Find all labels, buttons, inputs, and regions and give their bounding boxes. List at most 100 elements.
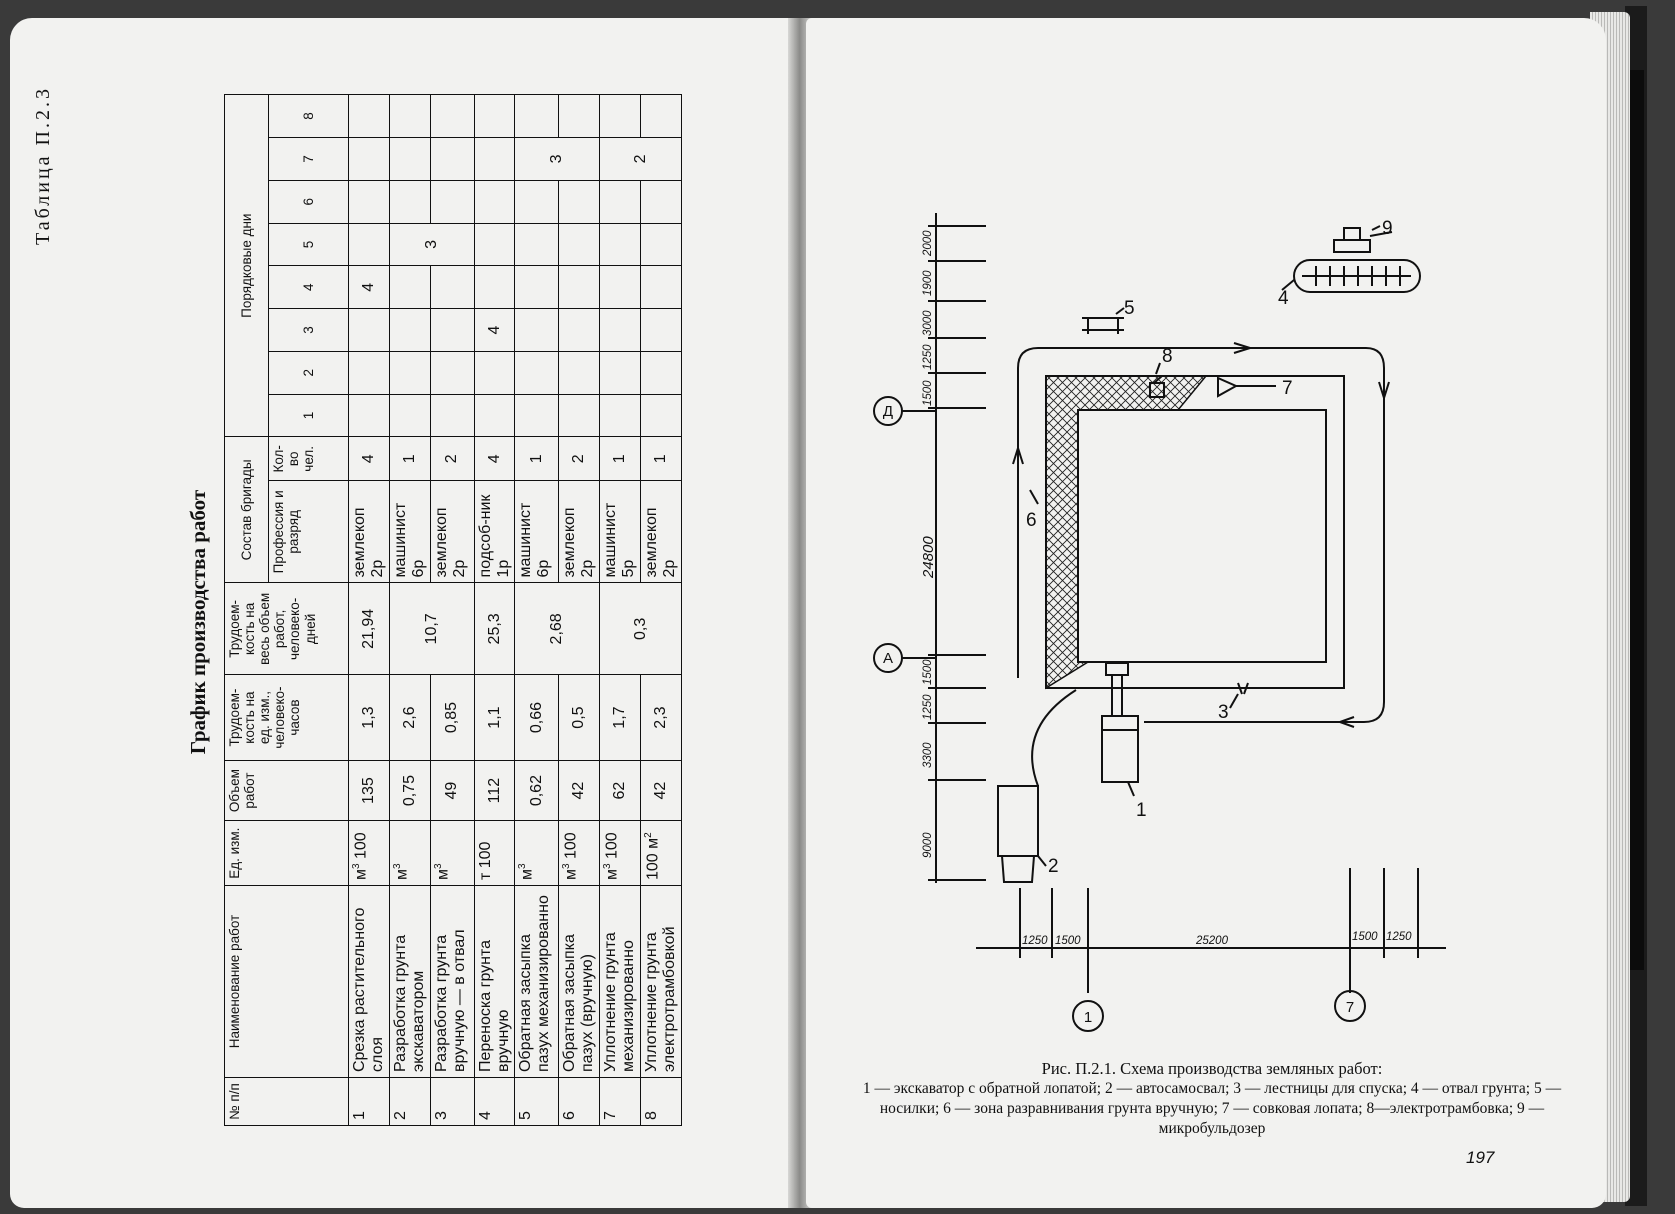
dim-vertical-7: 1500 xyxy=(922,659,934,685)
header-crew: Состав бригады xyxy=(224,436,269,583)
row-profession: землекоп 2р xyxy=(348,480,390,583)
electric-rammer-icon xyxy=(1149,382,1165,398)
row-labor-total: 21,94 xyxy=(348,582,390,675)
row-count: 2 xyxy=(558,436,600,481)
header-days: Порядковые дни xyxy=(224,94,269,437)
item-label-2: 2 xyxy=(1048,856,1059,877)
row-volume: 0,75 xyxy=(389,760,431,821)
hand-leveling-zone xyxy=(1045,375,1208,690)
dim-horizontal-3: 25200 xyxy=(1195,935,1229,947)
row-name: Обратная засыпка пазух механизированно xyxy=(514,885,559,1078)
ladder-mark xyxy=(1237,682,1243,695)
row-num: 1 xyxy=(348,1077,390,1126)
day-number: 8 xyxy=(268,94,349,138)
excavator-icon xyxy=(1101,715,1139,783)
unit-main: м xyxy=(352,869,370,881)
header-count: Кол-во чел. xyxy=(268,436,349,481)
table-row: 1 Срезка растительного слоя м3 100 135 1… xyxy=(348,94,390,1126)
row-profession: землекоп 2р xyxy=(558,480,600,583)
table-row: 7 Уплотнение грунта механизированно м3 1… xyxy=(599,94,682,1126)
building-outline xyxy=(1077,409,1327,663)
dim-horizontal-1: 1250 xyxy=(1022,935,1048,947)
row-unit: т 100 xyxy=(474,820,515,886)
row-volume: 49 xyxy=(430,760,475,821)
row-profession: машинист 5р xyxy=(599,480,641,583)
row-name: Разработка грунта экскаватором xyxy=(389,885,431,1078)
row-count: 1 xyxy=(514,436,559,481)
unit-sup: 3 xyxy=(561,863,573,870)
shovel-icon xyxy=(1217,376,1239,398)
unit-main: м xyxy=(603,869,621,881)
left-page: Таблица П.2.3 График производства работ … xyxy=(10,18,798,1208)
dim-horizontal-2: 1500 xyxy=(1055,935,1081,947)
row-num: 3 xyxy=(430,1077,475,1126)
header-profession: Профессия и разряд xyxy=(268,480,349,583)
dim-horizontal-4: 1500 xyxy=(1352,931,1378,943)
header-unit: Ед. изм. xyxy=(224,820,349,886)
unit-mult: 100 xyxy=(562,832,580,860)
caption-text: 1 — экскаватор с обратной лопатой; 2 — а… xyxy=(862,1080,1562,1137)
row-unit: 100 м2 xyxy=(640,820,682,886)
figure-caption: Рис. П.2.1. Схема производства земляных … xyxy=(862,1058,1562,1139)
unit-mult: 100 xyxy=(603,832,621,860)
row-count: 1 xyxy=(389,436,431,481)
row-day-bar: 2 xyxy=(599,137,682,181)
page-number: 197 xyxy=(1466,1148,1495,1167)
axis-7-bubble xyxy=(1334,990,1366,1022)
row-name: Срезка растительного слоя xyxy=(348,885,390,1078)
day-number: 2 xyxy=(268,351,349,395)
header-labor-total: Трудоем-кость на весь объем работ, челов… xyxy=(224,582,349,675)
day-number: 3 xyxy=(268,308,349,352)
day-number: 1 xyxy=(268,394,349,437)
vertical-dimension-ticks xyxy=(928,225,986,881)
row-labor-unit: 1,3 xyxy=(348,674,390,761)
row-volume: 62 xyxy=(599,760,641,821)
row-name: Уплотнение грунта электротрамбовкой xyxy=(640,885,682,1078)
axis-label-7: 7 xyxy=(1346,999,1354,1016)
row-profession: землекоп 2р xyxy=(430,480,475,583)
row-labor-total: 25,3 xyxy=(474,582,515,675)
spoil-heap-icon xyxy=(1293,259,1421,293)
item-label-8: 8 xyxy=(1162,346,1173,367)
row-labor-unit: 1,7 xyxy=(599,674,641,761)
row-unit: м3 xyxy=(430,820,475,886)
row-labor-total: 0,3 xyxy=(599,582,682,675)
row-unit: м3 100 xyxy=(558,820,600,886)
row-day-bar: 3 xyxy=(514,137,600,181)
row-name: Разработка грунта вручную — в отвал xyxy=(430,885,475,1078)
row-volume: 112 xyxy=(474,760,515,821)
row-num: 5 xyxy=(514,1077,559,1126)
pit-outline xyxy=(1045,375,1345,689)
dim-vertical-4: 1250 xyxy=(922,344,934,370)
axis-label-1: 1 xyxy=(1084,1009,1092,1026)
route-arrow xyxy=(1339,716,1355,728)
unit-sup: 3 xyxy=(602,863,614,870)
route-arrow xyxy=(1378,381,1390,399)
unit-main: т xyxy=(476,872,494,881)
dim-vertical-2: 1900 xyxy=(922,270,934,296)
row-name: Уплотнение грунта механизированно xyxy=(599,885,641,1078)
row-labor-unit: 2,3 xyxy=(640,674,682,761)
row-labor-total: 2,68 xyxy=(514,582,600,675)
day-number: 5 xyxy=(268,223,349,266)
day-number: 6 xyxy=(268,180,349,224)
row-profession: машинист 6р xyxy=(514,480,559,583)
unit-sup: 3 xyxy=(432,863,444,870)
dim-vertical-1: 2000 xyxy=(922,230,934,257)
header-name: Наименование работ xyxy=(224,885,349,1078)
unit-sup: 2 xyxy=(643,832,655,838)
row-num: 6 xyxy=(558,1077,600,1126)
work-schedule-table: № п/п Наименование работ Ед. изм. Объем … xyxy=(224,94,682,1126)
day-number: 7 xyxy=(268,137,349,181)
row-day-bar: 4 xyxy=(348,265,390,309)
route-arrow xyxy=(1233,342,1251,354)
unit-mult: 100 xyxy=(476,841,494,869)
right-page: 2000 1900 3000 1250 1500 24800 1500 1250… xyxy=(806,18,1606,1208)
row-name: Переноска грунта вручную xyxy=(474,885,515,1078)
dim-vertical-6: 24800 xyxy=(920,536,937,579)
row-num: 2 xyxy=(389,1077,431,1126)
row-unit: м3 xyxy=(389,820,431,886)
bulldozer-icon xyxy=(1333,239,1371,253)
unit-main: м xyxy=(518,869,536,881)
